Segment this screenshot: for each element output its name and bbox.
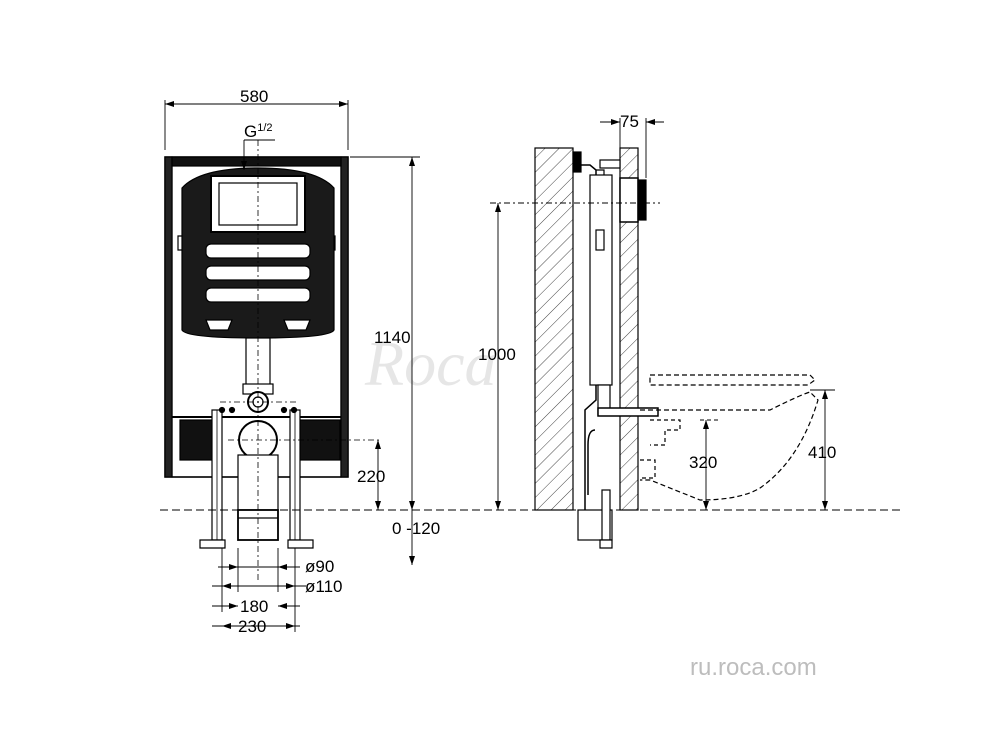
dim-label-thread: G1/2 (244, 122, 273, 141)
dim-label-230: 230 (238, 617, 266, 636)
bolt (280, 406, 288, 414)
bolt (218, 406, 226, 414)
arrowhead (703, 420, 709, 429)
dim-label-1000: 1000 (478, 345, 516, 364)
arrowhead (229, 564, 238, 570)
arrowhead (278, 564, 287, 570)
arrowhead (286, 623, 295, 629)
arrowhead (375, 440, 381, 449)
arrowhead (286, 583, 295, 589)
arrowhead (409, 556, 415, 565)
arrowhead (278, 603, 287, 609)
arrowhead (822, 390, 828, 399)
dim-label-1140: 1140 (374, 328, 411, 347)
dim-label-180: 180 (240, 597, 268, 616)
top-bracket (599, 159, 621, 169)
dim-label-0-120: 0 -120 (392, 519, 440, 538)
toilet-bowl (640, 391, 819, 501)
right-foot-plate (287, 539, 314, 549)
dim-label-580: 580 (240, 87, 268, 106)
dim-label-410: 410 (808, 443, 836, 462)
frame-top-rail (171, 156, 342, 167)
toilet-inlet (650, 419, 681, 446)
arrowhead (222, 623, 231, 629)
arrowhead (409, 157, 415, 166)
toilet-seat (649, 374, 816, 386)
frame-right-post (340, 156, 349, 478)
front-centrelines (220, 140, 380, 580)
bolt (290, 406, 298, 414)
arrowhead (646, 119, 655, 125)
side-foot-plate (599, 539, 613, 549)
cistern-foot (283, 319, 311, 331)
dim-label-220: 220 (357, 467, 385, 486)
side-leg (601, 489, 611, 541)
flush-connector (597, 407, 659, 417)
arrowhead (241, 161, 247, 170)
cistern-side (589, 174, 613, 386)
side-view (534, 147, 819, 549)
arrowhead (409, 501, 415, 510)
side-dimension-lines (490, 118, 835, 510)
cistern-valve (595, 229, 605, 251)
website-url: ru.roca.com (690, 654, 817, 681)
arrowhead (339, 101, 348, 107)
left-foot-plate (199, 539, 226, 549)
bolt (228, 406, 236, 414)
cistern-foot (205, 319, 233, 331)
flush-panel (619, 177, 639, 223)
front-dimension-lines (164, 100, 420, 632)
side-arrowheads (495, 119, 828, 510)
dim-label-110: ø110 (305, 577, 343, 596)
arrowhead (222, 583, 231, 589)
front-arrowheads (165, 101, 415, 629)
inspection-panel (218, 182, 298, 226)
rear-wall (534, 147, 574, 511)
dim-label-320: 320 (689, 453, 717, 472)
arrowhead (611, 119, 620, 125)
arrowhead (703, 501, 709, 510)
arrowhead (375, 501, 381, 510)
dim-label-90: ø90 (305, 557, 334, 576)
top-clip (572, 151, 582, 173)
front-view (164, 156, 349, 549)
arrowhead (165, 101, 174, 107)
arrowhead (495, 203, 501, 212)
dim-label-75: 75 (620, 112, 639, 131)
frame-left-post (164, 156, 173, 478)
flush-plate (637, 179, 647, 221)
roca-watermark: Roca (364, 328, 497, 399)
drain-bend (587, 429, 596, 495)
arrowhead (229, 603, 238, 609)
toilet-outlet (640, 459, 656, 479)
arrowhead (495, 501, 501, 510)
dimension-labels: 580 G1/2 1140 220 0 -120 ø90 ø110 180 23… (238, 87, 836, 636)
front-wall (619, 147, 639, 511)
arrowhead (822, 501, 828, 510)
